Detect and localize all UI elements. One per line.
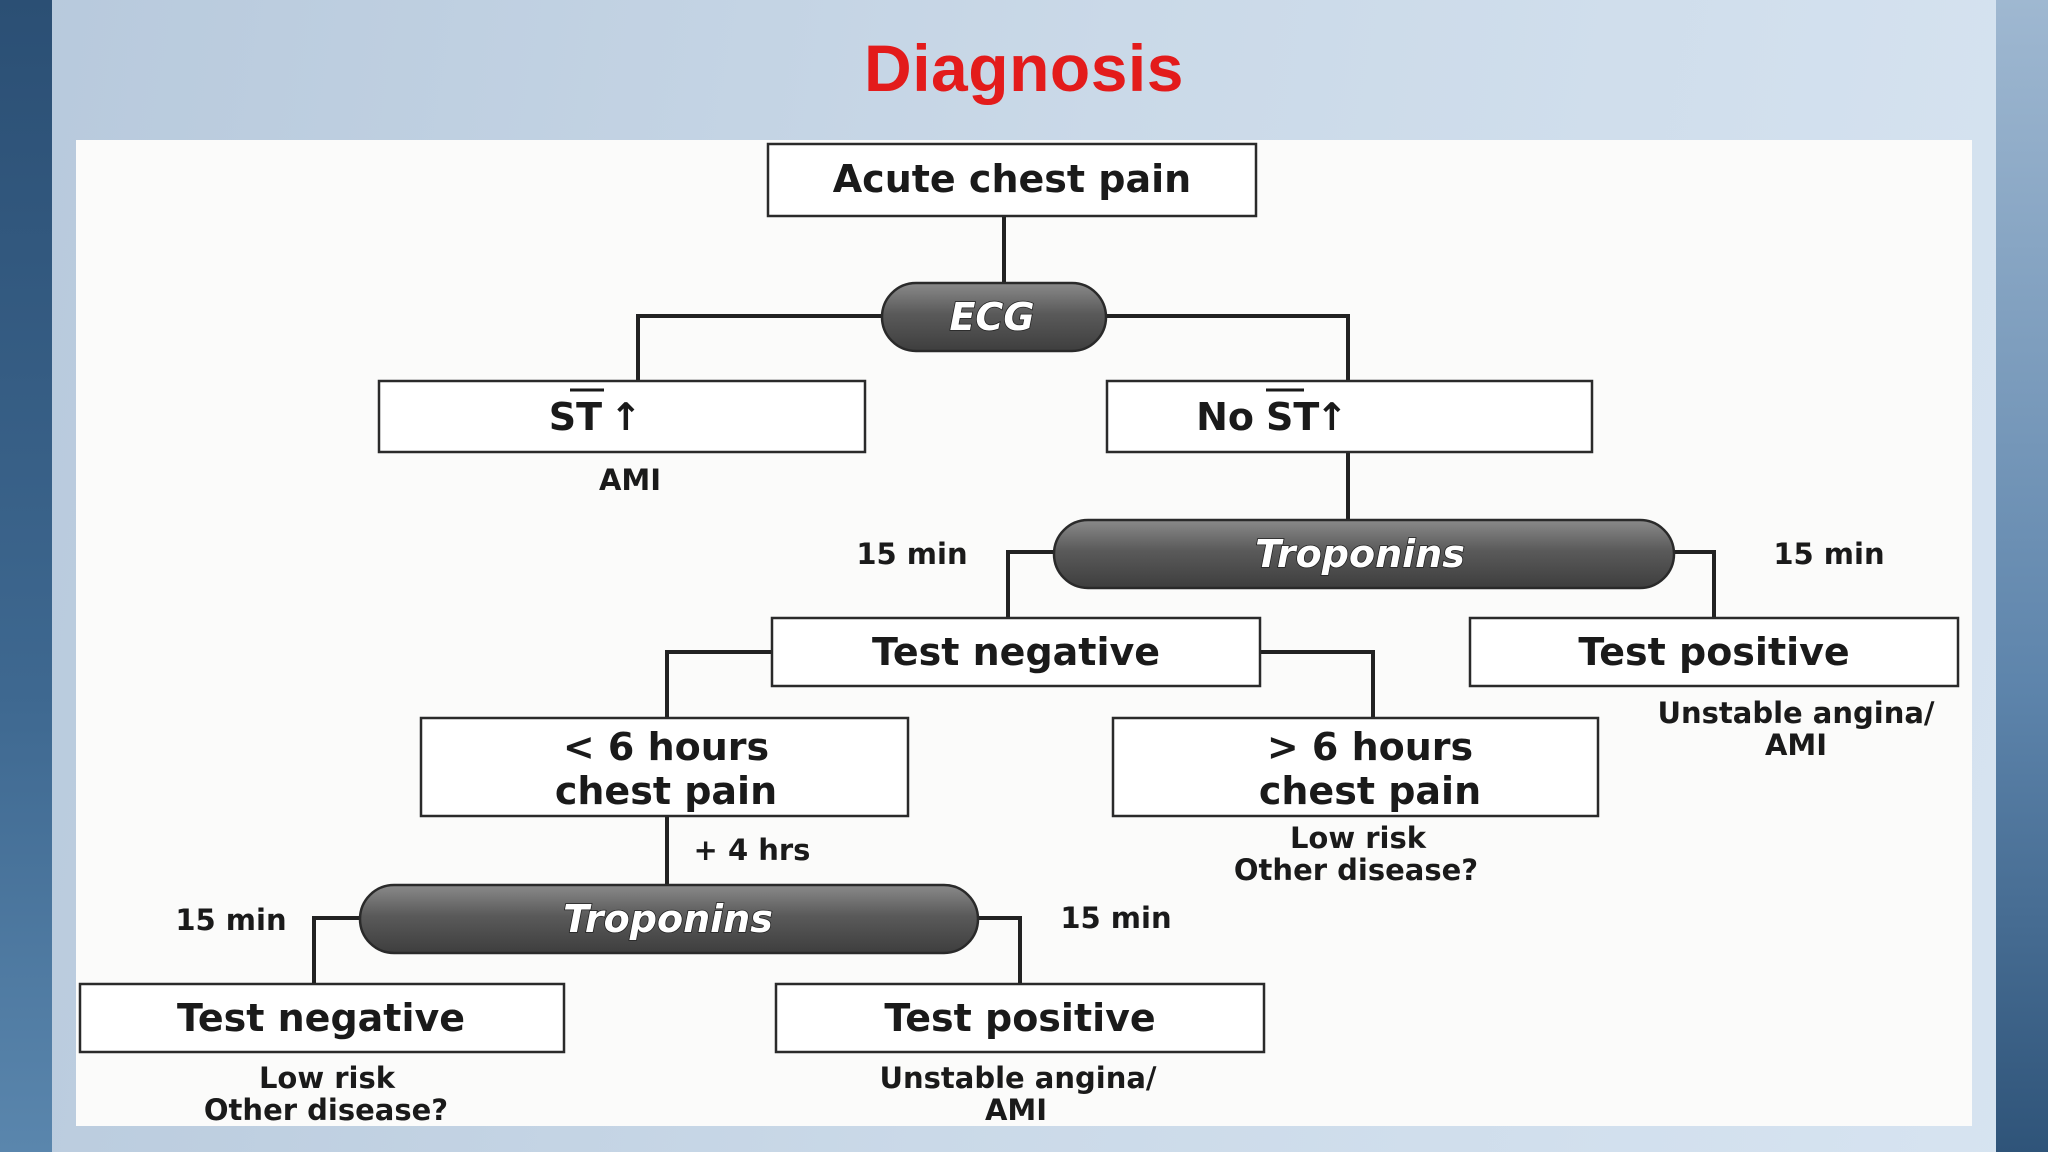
test-negative-2-outcome-line1: Low risk	[259, 1061, 396, 1095]
node-test-positive-2: Test positive Unstable angina/ AMI	[774, 982, 1266, 1126]
node-ecg: ECG	[880, 281, 1108, 353]
test-positive-1-outcome-line1: Unstable angina/	[1657, 696, 1934, 730]
slide-right-band	[1996, 0, 2048, 1152]
gt-6-hours-line1: > 6 hours	[1267, 725, 1473, 769]
no-st-label: ST	[1266, 395, 1319, 439]
node-lt-6-hours: < 6 hours chest pain + 4 hrs	[419, 716, 910, 867]
slide-title: Diagnosis	[864, 31, 1184, 105]
node-gt-6-hours: > 6 hours chest pain Low risk Other dise…	[1111, 716, 1600, 887]
troponins-1-label: Troponins	[1255, 532, 1465, 576]
flowchart: Acute chest pain ECG ST ↑ AMI No ST ↑ Tr…	[78, 142, 1960, 1126]
lt-6-hours-delay: + 4 hrs	[694, 833, 811, 867]
slide-left-band	[0, 0, 52, 1152]
test-positive-1-label: Test positive	[1578, 630, 1849, 674]
test-positive-2-outcome-line1: Unstable angina/	[879, 1061, 1156, 1095]
test-positive-2-label: Test positive	[884, 996, 1155, 1040]
st-elevation-outcome: AMI	[599, 463, 661, 497]
no-label: No	[1196, 395, 1254, 439]
node-test-negative-1: Test negative	[770, 616, 1262, 688]
test-negative-1-label: Test negative	[872, 630, 1160, 674]
node-troponins-1: Troponins 15 min 15 min	[856, 518, 1885, 590]
st-label: ST	[549, 395, 602, 439]
troponins-2-time-right: 15 min	[1060, 901, 1171, 935]
troponins-2-label: Troponins	[563, 897, 773, 941]
node-test-positive-1: Test positive Unstable angina/ AMI	[1468, 616, 1960, 762]
node-test-negative-2: Test negative Low risk Other disease?	[78, 982, 566, 1126]
gt-6-hours-outcome-line2: Other disease?	[1234, 853, 1478, 887]
test-negative-2-label: Test negative	[177, 996, 465, 1040]
node-st-elevation: ST ↑ AMI	[377, 379, 867, 497]
troponins-1-time-left: 15 min	[856, 537, 967, 571]
test-negative-2-outcome-line2: Other disease?	[204, 1093, 448, 1126]
lt-6-hours-line1: < 6 hours	[563, 725, 769, 769]
gt-6-hours-outcome-line1: Low risk	[1290, 821, 1427, 855]
troponins-1-time-right: 15 min	[1773, 537, 1884, 571]
test-positive-2-outcome-line2: AMI	[985, 1093, 1047, 1126]
node-acute-chest-pain-label: Acute chest pain	[833, 157, 1191, 201]
node-acute-chest-pain: Acute chest pain	[766, 142, 1258, 218]
up-arrow-icon: ↑	[610, 395, 642, 439]
lt-6-hours-line2: chest pain	[555, 769, 777, 813]
node-troponins-2: Troponins 15 min 15 min	[175, 883, 1172, 955]
node-ecg-label: ECG	[949, 295, 1034, 339]
gt-6-hours-line2: chest pain	[1259, 769, 1481, 813]
troponins-2-time-left: 15 min	[175, 903, 286, 937]
flowchart-panel: Acute chest pain ECG ST ↑ AMI No ST ↑ Tr…	[76, 140, 1972, 1126]
test-positive-1-outcome-line2: AMI	[1765, 728, 1827, 762]
up-arrow-icon: ↑	[1316, 395, 1348, 439]
connectors	[312, 216, 1716, 984]
node-no-st-elevation: No ST ↑	[1105, 379, 1594, 454]
